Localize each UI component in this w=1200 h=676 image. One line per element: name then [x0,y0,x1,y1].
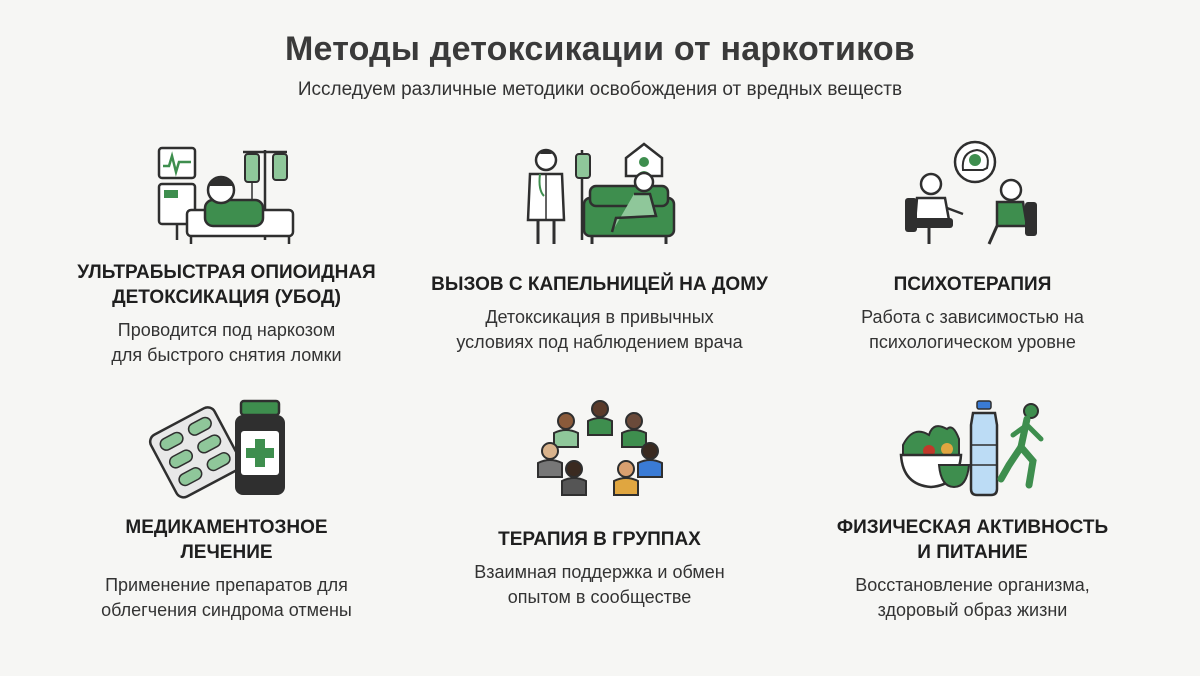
card-title: МЕДИКАМЕНТОЗНОЕ ЛЕЧЕНИЕ [125,517,328,563]
psychotherapy-session-icon [904,140,1037,245]
card-title: ПСИХОТЕРАПИЯ [893,274,1052,295]
header: Методы детоксикации от наркотиков Исслед… [0,30,1200,101]
group-circle-icon [536,400,663,496]
card-description: Восстановление организма, здоровый образ… [855,575,1090,620]
card-description: Работа с зависимостью на психологическом… [861,307,1084,352]
card-title: УЛЬТРАБЫСТРАЯ ОПИОИДНАЯ ДЕТОКСИКАЦИЯ (УБ… [77,262,376,308]
card-group-therapy: ТЕРАПИЯ В ГРУППАХ Взаимная поддержка и о… [413,395,786,610]
card-description: Проводится под наркозом для быстрого сня… [111,320,342,365]
card-description: Взаимная поддержка и обмен опытом в сооб… [474,562,725,607]
hospital-bed-iv-icon [157,146,294,244]
food-water-runner-icon [899,400,1043,497]
card-activity-nutrition: ФИЗИЧЕСКАЯ АКТИВНОСТЬ И ПИТАНИЕ Восстано… [786,395,1159,623]
page-title: Методы детоксикации от наркотиков [285,30,915,68]
card-home-iv: ВЫЗОВ С КАПЕЛЬНИЦЕЙ НА ДОМУ Детоксикация… [413,140,786,355]
pills-bottle-icon [148,399,285,499]
card-medication: МЕДИКАМЕНТОЗНОЕ ЛЕЧЕНИЕ Применение препа… [40,395,413,623]
card-title: ВЫЗОВ С КАПЕЛЬНИЦЕЙ НА ДОМУ [431,274,768,295]
card-ubod: УЛЬТРАБЫСТРАЯ ОПИОИДНАЯ ДЕТОКСИКАЦИЯ (УБ… [40,140,413,368]
home-iv-drip-icon [526,142,675,244]
card-title: ФИЗИЧЕСКАЯ АКТИВНОСТЬ И ПИТАНИЕ [836,517,1109,563]
page-subtitle: Исследуем различные методики освобождени… [297,79,903,100]
methods-grid: УЛЬТРАБЫСТРАЯ ОПИОИДНАЯ ДЕТОКСИКАЦИЯ (УБ… [40,130,1160,650]
card-description: Детоксикация в привычных условиях под на… [456,307,743,352]
card-title: ТЕРАПИЯ В ГРУППАХ [498,529,701,550]
card-psychotherapy: ПСИХОТЕРАПИЯ Работа с зависимостью на пс… [786,140,1159,355]
card-description: Применение препаратов для облегчения син… [101,575,352,620]
